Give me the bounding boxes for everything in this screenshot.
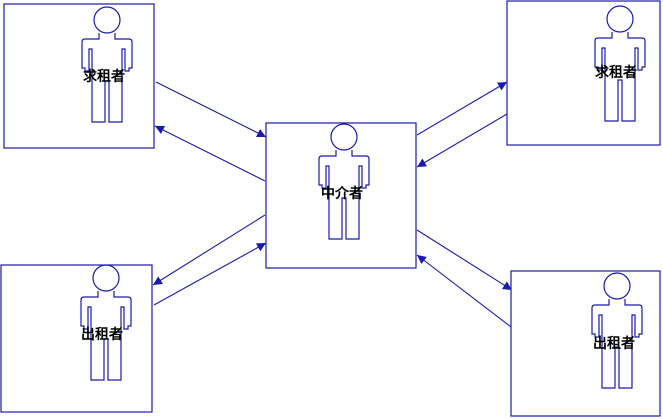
node-label: 出租者 xyxy=(593,335,635,352)
node-label: 出租者 xyxy=(81,326,123,343)
node-agent: 中介者 xyxy=(265,122,417,269)
edge-lessor1-to-agent xyxy=(153,242,267,306)
edge-agent-to-seeker1 xyxy=(154,125,266,182)
node-box xyxy=(0,264,153,413)
node-label: 求租者 xyxy=(83,68,125,85)
node-lessor-1: 出租者 xyxy=(0,264,153,413)
node-box xyxy=(506,0,661,146)
node-seeker-1: 求租者 xyxy=(3,3,155,149)
node-lessor-2: 出租者 xyxy=(510,270,661,417)
edge-agent-to-seeker2 xyxy=(416,81,508,136)
node-label: 中介者 xyxy=(321,185,363,202)
node-label: 求租者 xyxy=(595,64,637,81)
edge-lessor2-to-agent xyxy=(416,254,512,328)
node-box xyxy=(3,3,155,149)
edge-agent-to-lessor1 xyxy=(152,214,266,286)
edge-agent-to-lessor2 xyxy=(416,229,513,291)
edge-seeker2-to-agent xyxy=(416,113,508,168)
node-box xyxy=(265,122,417,269)
node-box xyxy=(510,270,661,417)
node-seeker-2: 求租者 xyxy=(506,0,661,146)
edge-seeker1-to-agent xyxy=(155,81,267,138)
